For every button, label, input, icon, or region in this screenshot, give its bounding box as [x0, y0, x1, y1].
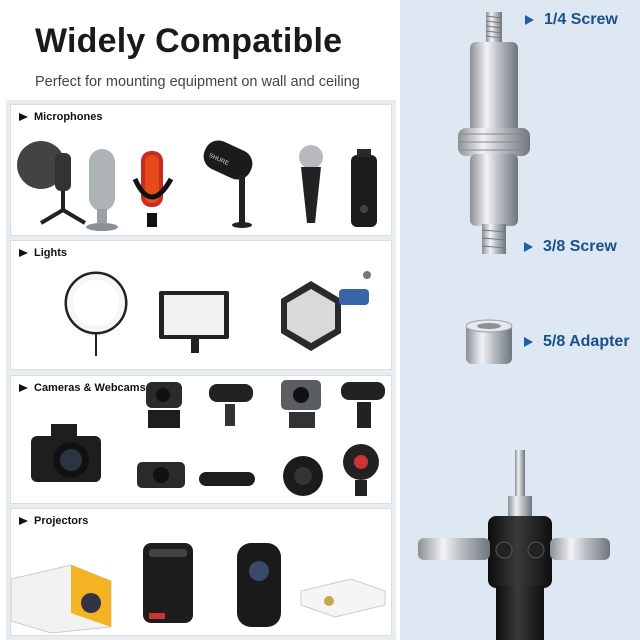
panel-label-projectors: Projectors: [19, 515, 88, 527]
panel-label-microphones: Microphones: [19, 111, 102, 123]
panel-title: Microphones: [34, 111, 103, 123]
page-subtitle: Perfect for mounting equipment on wall a…: [35, 74, 360, 90]
flag-icon: [19, 384, 28, 392]
callout-label: 1/4 Screw: [544, 11, 618, 28]
webcam-8-image: [343, 444, 379, 496]
webcam-6-image: [199, 472, 255, 486]
callout-adapter: 5/8 Adapter: [524, 333, 630, 351]
lights-illustration: [64, 271, 371, 356]
cube-projector-image: [143, 543, 193, 623]
clip-microphone-image: [351, 149, 377, 227]
mini-projector-image: [11, 564, 112, 634]
softbox-light-image: [281, 271, 371, 351]
panel-label-lights: Lights: [19, 247, 67, 259]
webcam-3-image: [281, 380, 321, 428]
panel-label-cameras: Cameras & Webcams: [19, 382, 146, 394]
webcam-2-image: [209, 384, 253, 426]
usb-microphone-image: [86, 149, 118, 231]
callout-label: 3/8 Screw: [543, 238, 617, 255]
webcam-7-image: [283, 456, 323, 496]
cameras-illustration: [31, 380, 385, 496]
dslr-camera-image: [31, 424, 101, 482]
handheld-microphone-image: [299, 145, 323, 223]
cylinder-projector-image: [237, 543, 281, 627]
microphones-illustration: SHURE: [17, 140, 377, 231]
callout-label: 5/8 Adapter: [543, 333, 630, 350]
gaming-microphone-image: [132, 151, 174, 227]
panel-lights: Lights: [10, 240, 392, 370]
callout-three-eighths-screw: 3/8 Screw: [524, 238, 617, 256]
flag-icon: [19, 113, 28, 121]
stand-hub-image: [418, 450, 610, 640]
panel-title: Cameras & Webcams: [34, 382, 146, 394]
dynamic-microphone-image: SHURE: [203, 140, 253, 228]
spigot-screw-image: [458, 12, 530, 254]
screw-illustration: [418, 12, 610, 640]
projectors-illustration: [11, 543, 386, 634]
pointer-icon: [524, 337, 533, 347]
flat-projector-image: [300, 578, 386, 618]
flag-icon: [19, 517, 28, 525]
pointer-icon: [524, 242, 533, 252]
adapter-image: [465, 319, 513, 364]
webcam-5-image: [137, 462, 185, 488]
pointer-icon: [525, 15, 534, 25]
webcam-4-image: [341, 382, 385, 428]
panel-projectors: Projectors: [10, 508, 392, 636]
flag-icon: [19, 249, 28, 257]
page-title: Widely Compatible: [35, 22, 343, 60]
panel-cameras: Cameras & Webcams: [10, 375, 392, 504]
ring-light-image: [64, 271, 128, 356]
led-panel-image: [159, 291, 229, 353]
studio-microphone-image: [17, 141, 87, 225]
panel-title: Lights: [34, 247, 67, 259]
ptz-webcam-image: [146, 382, 182, 428]
panel-microphones: Microphones SHURE: [10, 104, 392, 236]
panel-title: Projectors: [34, 515, 89, 527]
callout-quarter-screw: 1/4 Screw: [525, 11, 618, 29]
